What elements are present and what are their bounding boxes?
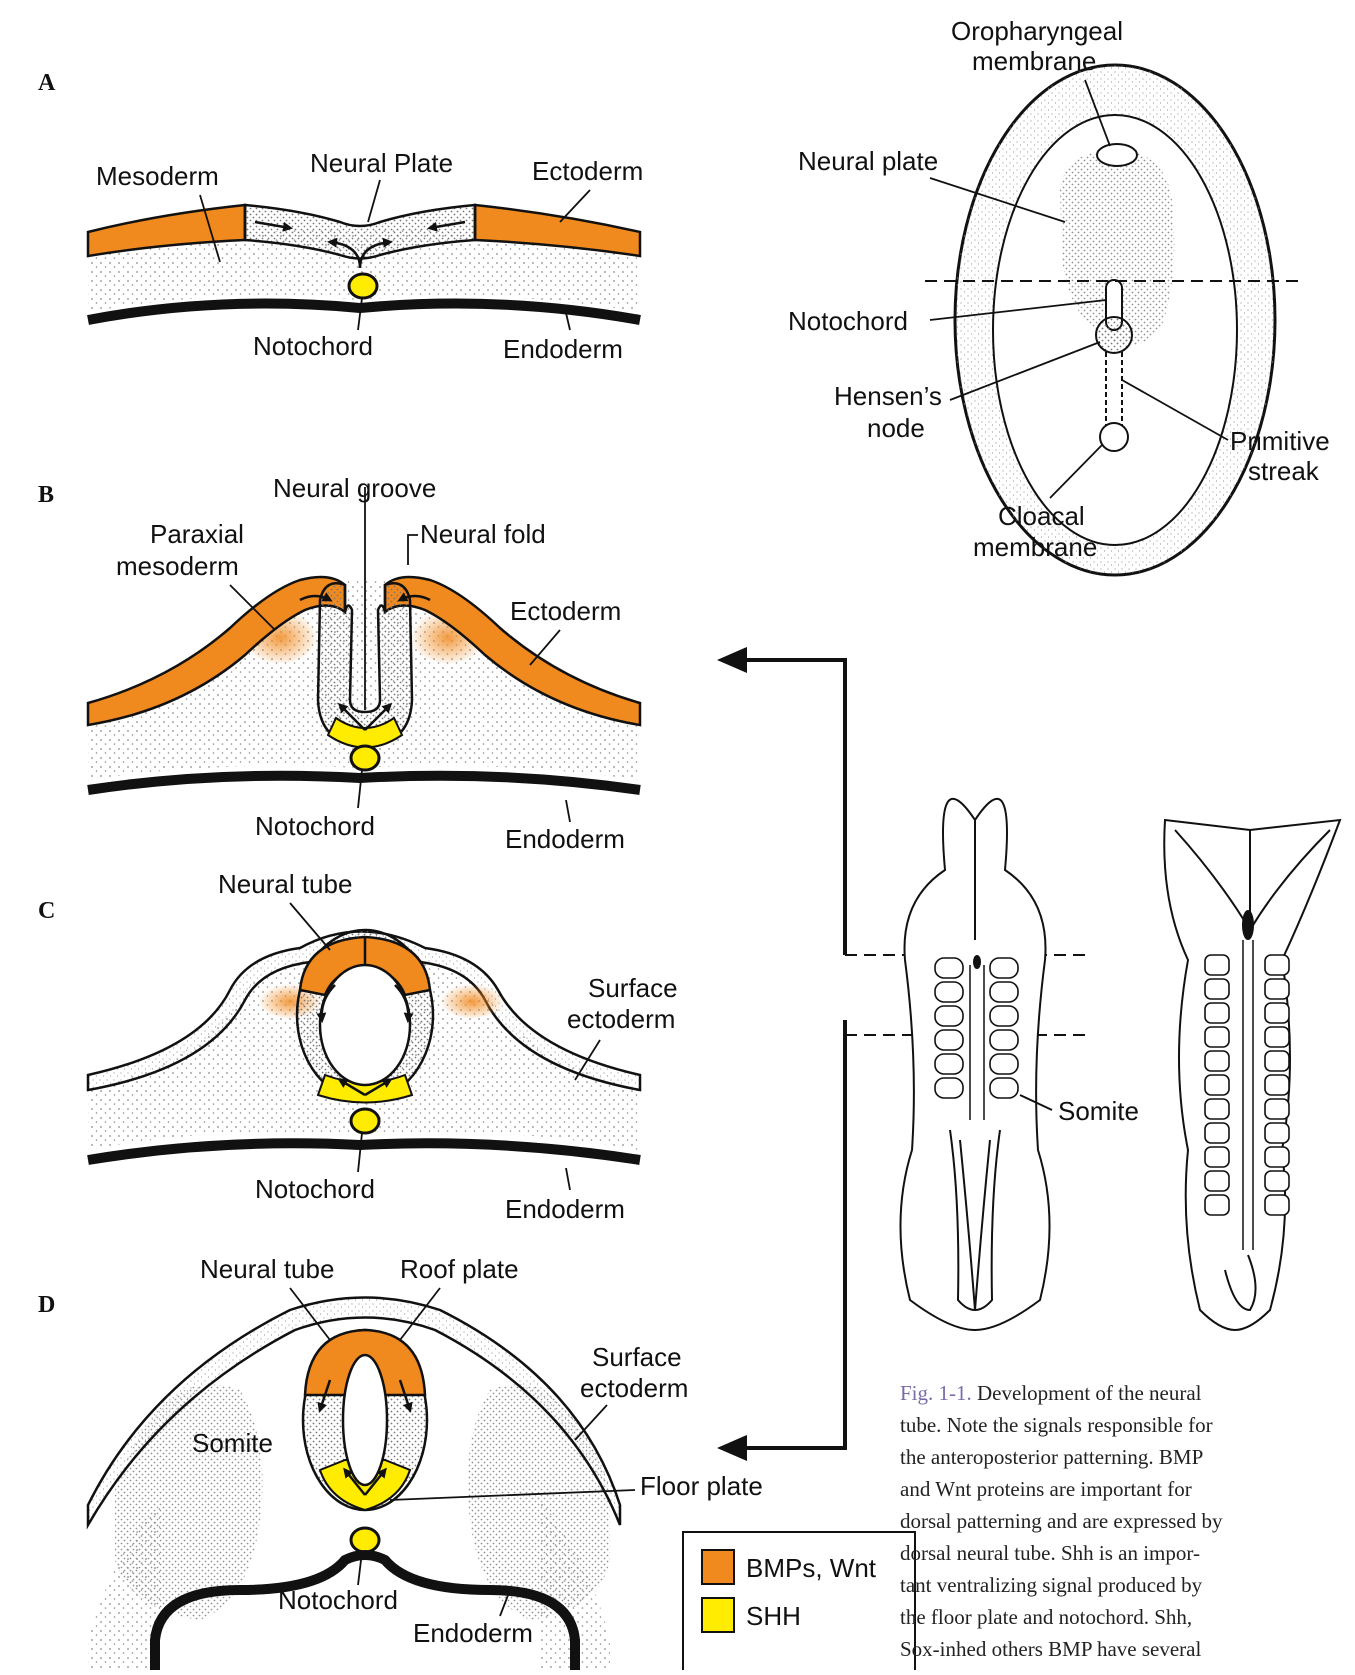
panel-d-lumen	[343, 1355, 387, 1485]
caption-line-3: and Wnt proteins are important for	[900, 1473, 1355, 1505]
caption-line-7: the floor plate and notochord. Shh,	[900, 1601, 1355, 1633]
panel-d-somite-label: Somite	[192, 1428, 273, 1458]
panel-d-surface-label-2: ectoderm	[580, 1373, 688, 1403]
panel-b-neural-fold-label: Neural fold	[420, 519, 546, 549]
panel-a-ectoderm-label: Ectoderm	[532, 156, 643, 186]
panel-d-roof-plate-label: Roof plate	[400, 1254, 519, 1284]
cloacal-label-1: Cloacal	[998, 501, 1085, 531]
caption-line-1: tube. Note the signals responsible for	[900, 1409, 1355, 1441]
panel-d-letter: D	[38, 1292, 55, 1318]
panel-a: A Mesoderm Neural Plate Ectoderm Notocho…	[38, 70, 643, 364]
panel-c-surface-label-1: Surface	[588, 973, 678, 1003]
caption-line-4: dorsal patterning and are expressed by	[900, 1505, 1355, 1537]
panel-c: C Neural tube Surface ectoderm Notochord	[38, 869, 678, 1224]
panel-a-mesoderm-label: Mesoderm	[96, 161, 219, 191]
embryo-neurulation-left: Somite	[900, 799, 1138, 1330]
cloacal-membrane	[1100, 423, 1128, 451]
panel-b: B Neural groove Paraxial mesoderm Ne	[38, 473, 640, 854]
primitive-label-1: Primitive	[1230, 426, 1330, 456]
oro-label-2: membrane	[972, 46, 1096, 76]
panel-c-notochord-label: Notochord	[255, 1174, 375, 1204]
caption-fig-label: Fig. 1-1.	[900, 1381, 972, 1405]
panel-b-paraxial-label-2: mesoderm	[116, 551, 239, 581]
panel-d-endoderm-label: Endoderm	[413, 1618, 533, 1648]
panel-b-letter: B	[38, 482, 54, 508]
oro-label-1: Oropharyngeal	[951, 16, 1123, 46]
panel-c-paraxial-right	[440, 982, 504, 1018]
panel-c-endoderm	[88, 1143, 640, 1160]
caption-line-6: tant ventralizing signal produced by	[900, 1569, 1355, 1601]
oropharyngeal-membrane	[1097, 144, 1137, 166]
panel-d-notochord	[351, 1528, 379, 1552]
embryo-dorsal-view: Oropharyngeal membrane Neural plate Noto…	[788, 16, 1330, 575]
embryo-somite-label: Somite	[1058, 1096, 1139, 1126]
panel-d: D Neural tube Roof plate Surface ectoder…	[38, 1254, 763, 1670]
panel-b-notochord	[351, 746, 379, 770]
caption-line-8: Sox-inhed others BMP have several	[900, 1633, 1355, 1665]
caption-line-5: dorsal neural tube. Shh is an impor-	[900, 1537, 1355, 1569]
panel-c-notochord	[351, 1109, 379, 1133]
panel-c-letter: C	[38, 898, 55, 924]
panel-b-endoderm-label: Endoderm	[505, 824, 625, 854]
hensens-node	[1096, 317, 1132, 353]
panel-a-endoderm	[88, 304, 640, 320]
panel-c-surface-label-2: ectoderm	[567, 1004, 675, 1034]
cloacal-label-2: membrane	[973, 532, 1097, 562]
panel-d-surface-label-1: Surface	[592, 1342, 682, 1372]
caption-line-0: Development of the neural	[977, 1381, 1202, 1405]
embryo-neural-plate-label: Neural plate	[798, 146, 938, 176]
panel-a-notochord-label: Notochord	[253, 331, 373, 361]
panel-c-neural-tube-label: Neural tube	[218, 869, 352, 899]
panel-b-paraxial-label-1: Paraxial	[150, 519, 244, 549]
legend-label-shh: SHH	[746, 1601, 801, 1631]
hensen-label-1: Hensen’s	[834, 381, 942, 411]
caption-line-2: the anteroposterior patterning. BMP	[900, 1441, 1355, 1473]
panel-a-neural-plate-label: Neural Plate	[310, 148, 453, 178]
legend-swatch-bmp	[702, 1550, 734, 1584]
panel-b-notochord-label: Notochord	[255, 811, 375, 841]
panel-d-notochord-label: Notochord	[278, 1585, 398, 1615]
panel-b-endoderm	[88, 776, 640, 790]
panel-d-floor-plate-label: Floor plate	[640, 1471, 763, 1501]
panel-b-ectoderm-label: Ectoderm	[510, 596, 621, 626]
hensen-label-2: node	[867, 413, 925, 443]
embryo-notochord-label: Notochord	[788, 306, 908, 336]
panel-a-endoderm-label: Endoderm	[503, 334, 623, 364]
legend-label-bmp: BMPs, Wnt	[746, 1553, 877, 1583]
panel-a-notochord	[349, 274, 377, 298]
primitive-label-2: streak	[1248, 456, 1320, 486]
embryo-neurulation-right	[1164, 820, 1340, 1330]
figure-caption: Fig. 1-1. Development of the neural tube…	[900, 1377, 1355, 1665]
panel-a-letter: A	[38, 70, 56, 96]
panel-b-neural-groove-label: Neural groove	[273, 473, 436, 503]
panel-c-lumen	[320, 965, 410, 1085]
legend-swatch-shh	[702, 1598, 734, 1632]
panel-c-endoderm-label: Endoderm	[505, 1194, 625, 1224]
panel-d-neural-tube-label: Neural tube	[200, 1254, 334, 1284]
legend: BMPs, Wnt SHH	[683, 1532, 915, 1670]
